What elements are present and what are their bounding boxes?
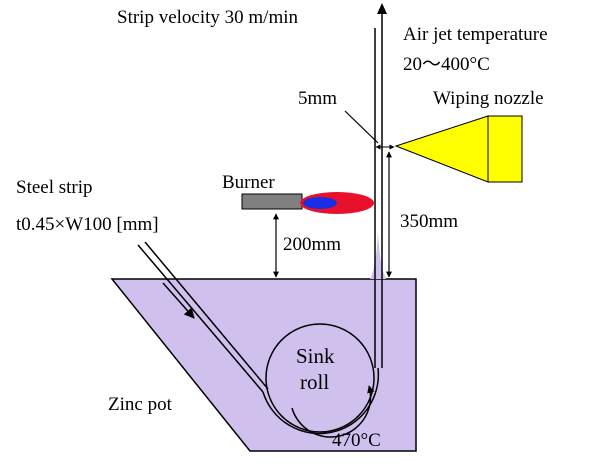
steel-strip-label-line2: t0.45×W100 [mm] xyxy=(16,214,159,235)
strip-velocity-arrow xyxy=(377,3,387,14)
steel-strip-entry xyxy=(137,244,264,393)
zinc-pot-label: Zinc pot xyxy=(108,394,173,415)
steel-strip-wrap xyxy=(262,367,380,435)
roll-rotation-arrow xyxy=(291,385,375,438)
gap-label: 5mm xyxy=(298,88,337,109)
steel-strip-label-line1: Steel strip xyxy=(16,177,93,198)
sink-roll xyxy=(265,323,375,433)
zinc-meniscus xyxy=(370,232,386,279)
strip-direction-arrow xyxy=(162,282,195,319)
air-jet-temp-label-line2: 20〜400°C xyxy=(403,54,490,75)
wiping-nozzle-body xyxy=(487,115,523,183)
burner-body xyxy=(241,193,303,210)
zinc-pot xyxy=(110,278,417,452)
wiping-nozzle-label: Wiping nozzle xyxy=(433,88,544,109)
flame-inner xyxy=(303,197,337,209)
wiping-nozzle-cone xyxy=(394,115,489,183)
burner-label: Burner xyxy=(222,172,275,193)
air-jet-temp-label-line1: Air jet temperature xyxy=(403,24,548,45)
dist-200-label: 200mm xyxy=(283,234,341,255)
dist-350-label: 350mm xyxy=(400,211,458,232)
sink-roll-label-line1: Sink xyxy=(296,344,335,368)
strip-velocity-label: Strip velocity 30 m/min xyxy=(117,7,299,28)
pot-temperature-label: 470°C xyxy=(332,430,381,451)
gap-leader-line xyxy=(344,110,379,144)
sink-roll-label-line2: roll xyxy=(300,370,329,394)
